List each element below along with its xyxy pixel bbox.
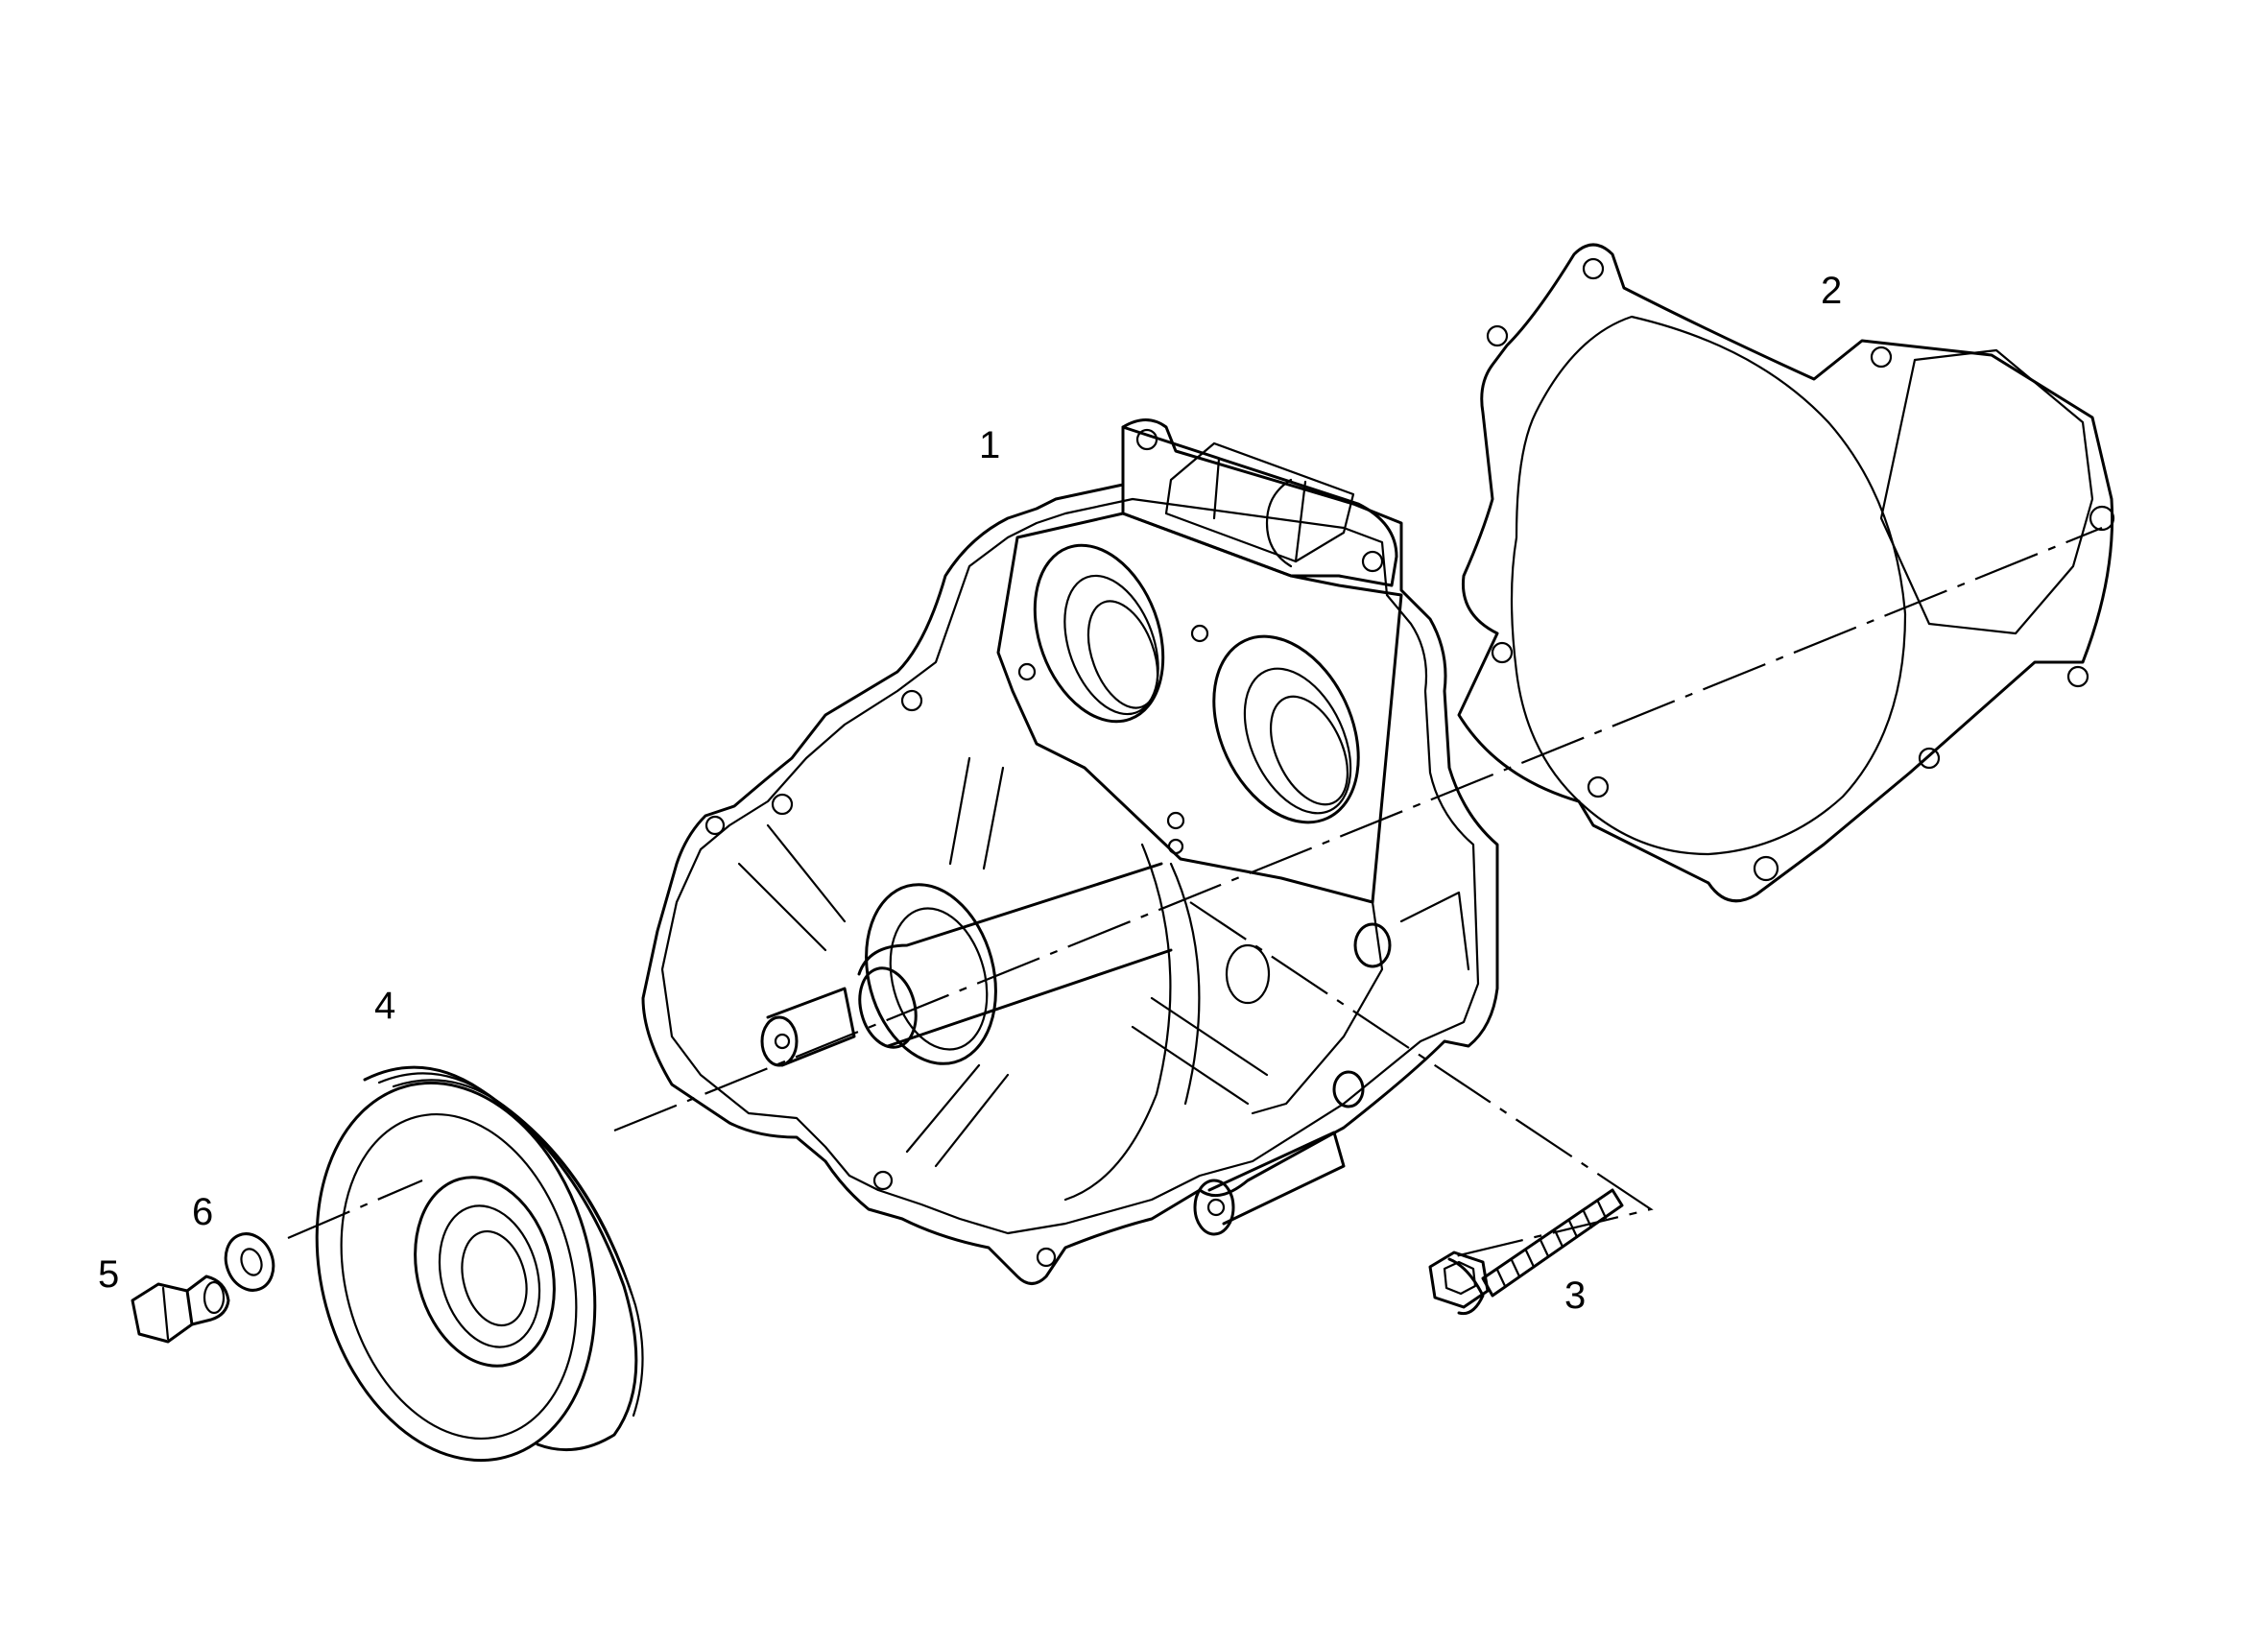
- callout-1: 1: [979, 424, 1001, 466]
- callout-3: 3: [1564, 1275, 1587, 1317]
- assembly-center-lines: [287, 526, 2103, 1259]
- callout-4: 4: [374, 985, 396, 1027]
- housing: [641, 418, 1499, 1285]
- callout-6: 6: [192, 1191, 214, 1233]
- callout-2: 2: [1821, 270, 1843, 312]
- pulley: [315, 1065, 644, 1463]
- bolt: [1428, 1188, 1624, 1316]
- gasket: [1457, 243, 2115, 903]
- callout-5: 5: [98, 1253, 120, 1296]
- screw: [131, 1275, 230, 1344]
- washer: [224, 1232, 275, 1292]
